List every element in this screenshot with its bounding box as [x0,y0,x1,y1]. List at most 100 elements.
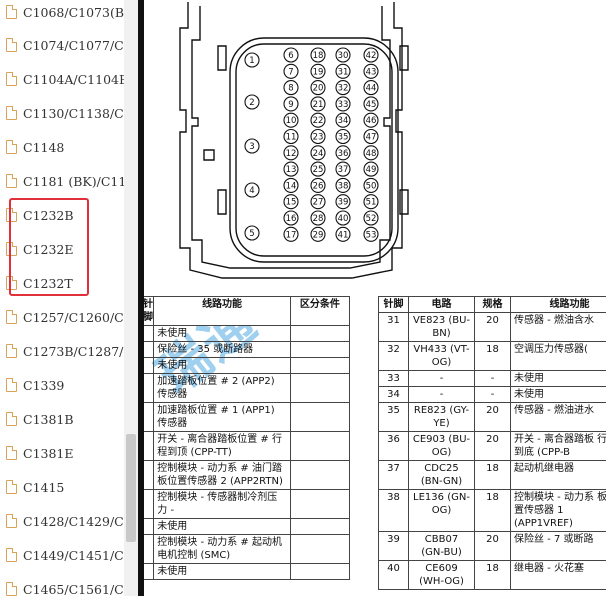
table-cell-pin [144,357,155,374]
connector-pin-25: 25 [310,161,326,177]
table-cell-function: 开关 - 离合器踏板位置 # 行程到顶 (CPP-TT) [153,431,291,461]
sidebar-item-label: C1148 [23,139,65,155]
table-cell-condition [289,325,351,342]
svg-text:44: 44 [366,84,377,94]
table-row: 未使用 [144,357,351,374]
sidebar-item[interactable]: C1130/C1138/C1 [0,96,132,130]
svg-text:35: 35 [338,133,349,143]
sidebar-item-label: C1074/C1077/C1 [23,37,132,53]
connector-pin-7: 7 [283,63,299,79]
connector-pin-8: 8 [283,80,299,96]
sidebar-item[interactable]: C1273B/C1287/C [0,334,133,368]
svg-text:6: 6 [288,51,293,61]
connector-pin-49: 49 [363,161,379,177]
sidebar-item-label: C1130/C1138/C1 [23,105,132,121]
table-cell-function: 开关 - 离合器踏板 行程到底 (CPP-B [510,431,606,461]
sidebar-item-label: C1465/C1561/C1 [23,581,132,596]
sidebar-item[interactable]: C1465/C1561/C1 [0,572,132,596]
svg-text:27: 27 [313,198,324,208]
sidebar-item-label: C1381B [23,411,74,427]
sidebar-item[interactable]: C1148 [0,130,124,164]
table-row: 加速踏板位置 # 2 (APP2) 传感器 [144,373,351,403]
svg-text:30: 30 [338,51,349,61]
connector-pin-31: 31 [335,63,351,79]
svg-text:12: 12 [286,149,297,159]
document-icon [6,72,17,86]
column-header: 区分条件 [289,296,351,326]
svg-text:39: 39 [338,198,349,208]
sidebar-item[interactable]: C1415 [0,470,124,504]
connector-pin-50: 50 [363,177,379,193]
table-cell-function: 控制模块 - 传感器制冷剂压力 - [153,489,291,519]
table-cell-function: 未使用 [153,563,291,580]
connector-pin-28: 28 [310,210,326,226]
connector-pin-22: 22 [310,112,326,128]
sidebar-item[interactable]: C1181 (BK)/C118 [0,164,134,198]
sidebar-item-label: C1068/C1073(BK) [23,4,138,20]
sidebar-scrollbar-thumb[interactable] [126,434,136,542]
sidebar-item-c1232b[interactable]: C1232B [0,198,124,232]
svg-text:15: 15 [286,198,297,208]
table-cell-pin [144,563,155,580]
svg-text:38: 38 [338,181,349,191]
column-header: 线路功能 [510,296,606,313]
table-cell-pin [144,489,155,519]
connector-pin-5: 5 [244,225,260,241]
table-row: 未使用 [144,563,351,580]
document-icon [6,5,17,19]
connector-pin-6: 6 [283,47,299,63]
svg-text:10: 10 [286,116,297,126]
svg-text:46: 46 [366,116,377,126]
sidebar-item[interactable]: C1449/C1451/C1 [0,538,132,572]
sidebar-item[interactable]: C1074/C1077/C1 [0,28,132,62]
document-icon [6,106,17,120]
table-cell-condition [289,341,351,358]
connector-list-sidebar: C1068/C1073(BK) C1074/C1077/C1 C1104A/C1… [0,0,138,596]
table-cell-condition [289,563,351,580]
connector-pin-37: 37 [335,161,351,177]
pane-divider[interactable] [138,0,144,596]
svg-text:11: 11 [286,133,297,143]
connector-pin-18: 18 [310,47,326,63]
connector-pin-47: 47 [363,128,379,145]
sidebar-item-label: C1415 [23,479,65,495]
connector-pin-38: 38 [335,177,351,193]
sidebar-item[interactable]: C1381E [0,436,124,470]
svg-text:37: 37 [338,165,349,175]
connector-pin-48: 48 [363,145,379,161]
sidebar-item[interactable]: C1381B [0,402,124,436]
table-cell-gauge: 20 [474,402,511,432]
column-header: 电路 [408,296,475,313]
svg-text:23: 23 [313,133,324,143]
sidebar-item-c1232e[interactable]: C1232E [0,232,124,266]
sidebar-item[interactable]: C1104A/C1104B/ [0,62,132,96]
table-cell-function: 加速踏板位置 # 2 (APP2) 传感器 [153,373,291,403]
document-icon [6,242,17,256]
connector-pin-21: 21 [310,96,326,112]
sidebar-item[interactable]: C1068/C1073(BK) [0,0,138,29]
sidebar-item[interactable]: C1257/C1260/C1 [0,300,132,334]
table-row: 33--未使用 [378,370,606,387]
table-cell-condition [289,518,351,535]
connector-pin-43: 43 [363,63,379,79]
table-cell-pin [144,518,155,535]
table-cell-function: 控制模块 - 动力系 # 油门踏板位置传感器 2 (APP2RTN) [153,460,291,490]
table-cell-circuit: - [408,386,475,403]
sidebar-item[interactable]: C1339 [0,368,124,402]
table-cell-condition [289,357,351,374]
connector-pin-17: 17 [283,226,299,242]
connector-pin-14: 14 [283,177,299,193]
table-cell-condition [289,402,351,432]
svg-text:45: 45 [366,100,377,110]
sidebar-item-c1232t[interactable]: C1232T [0,266,124,300]
sidebar-item-label: C1381E [23,445,74,461]
table-cell-pin: 32 [378,341,409,371]
document-icon [6,548,17,562]
table-cell-circuit: VH433 (VT-OG) [408,341,475,371]
table-cell-pin [144,373,155,403]
connector-pin-15: 15 [283,194,299,210]
connector-pin-45: 45 [363,96,379,112]
svg-text:49: 49 [366,165,377,175]
connector-pin-27: 27 [310,194,326,210]
sidebar-item[interactable]: C1428/C1429/C1 [0,504,132,538]
